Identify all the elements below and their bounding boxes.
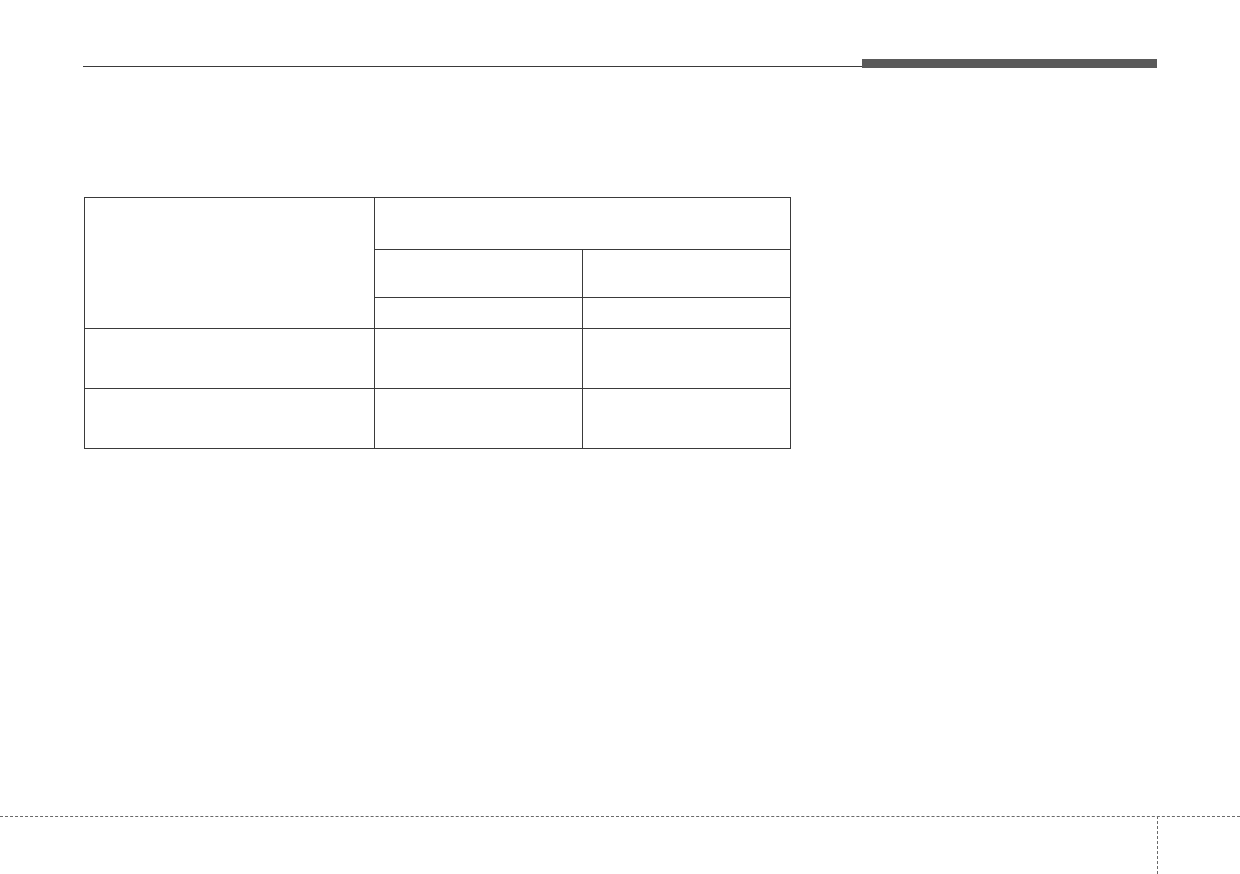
table-cell (582, 328, 791, 389)
table-row-label (84, 388, 375, 449)
table-cell (374, 328, 583, 389)
table-cell (582, 388, 791, 449)
table-unit-cell (582, 297, 791, 329)
page-cut-line (0, 816, 1240, 817)
page-fold-line (1157, 816, 1158, 874)
spec-table (84, 197, 791, 449)
table-subheader-cell (374, 249, 583, 298)
table-row-label (84, 328, 375, 389)
table-subheader-cell (582, 249, 791, 298)
header-rule (83, 66, 1157, 67)
table-cell (374, 388, 583, 449)
table-row (84, 328, 791, 389)
table-group-header (374, 197, 791, 250)
table-corner-cell (84, 197, 375, 329)
table-header-row (84, 197, 791, 329)
table-unit-cell (374, 297, 583, 329)
section-header-bar (862, 59, 1157, 68)
table-subheader-row (85, 249, 791, 298)
table-unit-row (85, 297, 791, 329)
table-row (84, 388, 791, 449)
